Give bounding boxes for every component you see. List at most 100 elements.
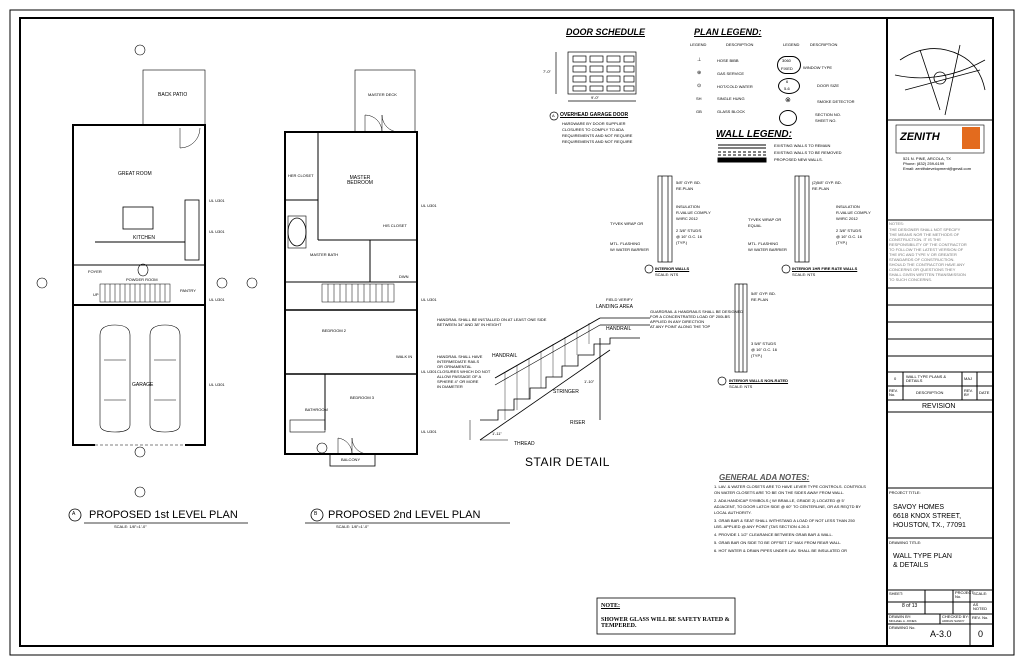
- legend-item: SECTION NO.: [815, 112, 842, 117]
- plan2-scale: SCALE: 1/8"=1'-0": [336, 524, 369, 529]
- detail-a-label: R-VALUE COMPLY: [676, 210, 711, 215]
- room-his-closet: HIS CLOSET: [383, 223, 407, 228]
- stair-note: HANDRAIL SHALL HAVE: [437, 354, 483, 359]
- detail-a-label: TYVEK WRAP OR: [610, 221, 644, 226]
- room-bathroom: BATHROOM: [305, 407, 328, 412]
- sheet-label: SHEET:: [889, 591, 904, 596]
- stair-label: STRINGER: [553, 389, 579, 395]
- detail-b-label: (2)5/8" GYP. BD.: [812, 180, 842, 185]
- detail-c-label: (TYP.): [751, 353, 763, 358]
- stair-note: HANDRAIL SHALL BE INSTALLED ON AT LEAST …: [437, 317, 547, 322]
- smoke-detector-icon: ⊗: [785, 97, 791, 104]
- legend-col-header: LEGEND: [690, 42, 707, 47]
- designer-note: STANDARDS OF CONSTRUCTION.: [889, 257, 955, 262]
- detail-b-label: R-VALUE COMPLY: [836, 210, 871, 215]
- rev-no-label: REV. No.: [972, 615, 989, 620]
- room-pantry: PANTRY: [180, 288, 196, 293]
- project-title-label: PROJECT TITLE:: [889, 490, 921, 495]
- room-master-bath: MASTER BATH: [310, 252, 339, 257]
- water-icon: ⊙: [697, 83, 702, 89]
- room-bedroom-3: BEDROOM 3: [350, 395, 375, 400]
- detail-b-label: INSULATION: [836, 204, 860, 209]
- stair-dim: 1'-10": [584, 379, 595, 384]
- designer-note: THE DESIGNER SHALL NOT SPECIFY: [889, 227, 961, 232]
- stair-section: [469, 317, 650, 441]
- room-great-room: GREAT ROOM: [118, 171, 152, 177]
- ada-note: 3. GRAB BAR & SEAT SHALL WITHSTAND A LOA…: [714, 518, 855, 523]
- ada-note: 6. HOT WATER & DRAIN PIPES UNDER LAV. SH…: [714, 548, 848, 553]
- door-note: CLOSURES TO COMPLY TO ADA: [562, 127, 624, 132]
- detail-a-label: W/ WATER BARRIER: [610, 247, 649, 252]
- stair-note: FOR A CONCENTRATED LOAD OF 200LBS: [650, 314, 730, 319]
- detail-scale: SCALE: NTS: [729, 384, 753, 389]
- door-size-symbol: [778, 78, 800, 94]
- detail-scale: SCALE: NTS: [655, 272, 679, 277]
- plan2-title: PROPOSED 2nd LEVEL PLAN: [328, 509, 481, 521]
- ada-note: LBS. APPLIED @ ANY POINT (TAS SECTION 4.…: [714, 524, 809, 529]
- plan1-scale: SCALE: 1/8"=1'-0": [114, 524, 147, 529]
- ada-note: 5. GRAB BAR ON SIDE TO BE OFFSET 12" MAX…: [714, 540, 842, 545]
- detail-b-label: TYVEK WRAP OR: [748, 217, 782, 222]
- door-note: HARDWARE BY DOOR SUPPLIER: [562, 121, 626, 126]
- door-name: OVERHEAD GARAGE DOOR: [560, 112, 629, 118]
- detail-b-label: MTL. FLASHING: [748, 241, 779, 246]
- revision-number-value: 0: [978, 629, 984, 639]
- stair-note: BETWEEN 34" AND 38" IN HEIGHT: [437, 322, 502, 327]
- designer-note: THE MEANS NOR THE METHODS OF: [889, 232, 960, 237]
- stair-note: APPLIED IN ANY DIRECTION: [650, 319, 705, 324]
- room-walk-in: WALK IN: [396, 354, 413, 359]
- detail-a-label: RE.PLAN: [676, 186, 694, 191]
- wall-tag: UL U301: [209, 382, 225, 387]
- detail-a-label: INSULATION: [676, 204, 700, 209]
- room-her-closet: HER CLOSET: [288, 173, 314, 178]
- door-width-dim: 9'-0": [591, 95, 599, 100]
- detail-c-title: INTERIOR WALLS NON-RATED: [729, 378, 789, 383]
- legend-col-header: LEGEND: [783, 42, 800, 47]
- drawing-title-line: WALL TYPE PLAN: [893, 553, 952, 560]
- description-col-header: DESCRIPTION: [810, 42, 838, 47]
- plan2-tag: B: [314, 511, 318, 517]
- col-rev-by: REV. BY: [964, 388, 973, 397]
- designer-note: CONCERNS OR QUESTIONS THEY: [889, 267, 956, 272]
- ada-notes-title: GENERAL ADA NOTES:: [719, 473, 810, 482]
- room-bedroom-2: BEDROOM 2: [322, 328, 347, 333]
- detail-a-label: 5/8" GYP. BD.: [676, 180, 701, 185]
- hose-bibb-icon: ⊥: [697, 57, 702, 63]
- door-schedule-title: DOOR SCHEDULE: [566, 27, 646, 37]
- stair-note: CLOSURES WHICH DO NOT: [437, 369, 491, 374]
- detail-b-label: EQUAL: [748, 223, 762, 228]
- project-no-label: PROJECT No.: [955, 590, 974, 599]
- door-code: 6: [786, 79, 789, 84]
- stair-note: AT ANY POINT ALONG THE TOP: [650, 324, 711, 329]
- scale-value: AS NOTED: [973, 602, 987, 611]
- wall-tag: UL U301: [421, 429, 437, 434]
- door-note: REQUIREMENTS AND NOT REQUIRE: [562, 139, 633, 144]
- company-address: 521 N. PINE, ARCOLA, TX: [903, 156, 951, 161]
- room-master-bedroom: MASTER BEDROOM: [347, 175, 373, 186]
- wall-legend-title: WALL LEGEND:: [716, 129, 792, 140]
- stair-label: THREAD: [514, 441, 535, 447]
- revision-number: 0: [894, 376, 897, 381]
- drawn-by-value: MICHAEL A. JONES: [889, 619, 917, 623]
- wall-tag: UL U301: [209, 229, 225, 234]
- designer-note: SHOULD THE CONTRACTOR HAVE ANY: [889, 262, 965, 267]
- door-code: 5-6: [784, 86, 790, 91]
- detail-b-label: 2 3/8" STUDS: [836, 228, 861, 233]
- detail-b-label: W/ WATER BARRIER: [748, 247, 787, 252]
- stair-label: RISER: [570, 420, 586, 426]
- company-phone: Phone: (832) 259-6199: [903, 161, 945, 166]
- ada-note: ON WATER CLOSETS ARE TO BE ON THE SIDES …: [714, 490, 845, 495]
- drawn-by-label: DRAWN BY:: [889, 614, 912, 619]
- detail-scale: SCALE: NTS: [792, 272, 816, 277]
- wall-legend-item: EXISTING WALLS TO BE REMOVED: [774, 150, 842, 155]
- company-logo: ZENITH: [900, 131, 940, 143]
- legend-code: GB: [696, 109, 702, 114]
- legend-item: SMOKE DETECTOR: [817, 99, 855, 104]
- drawing-no-label: DRAWING No.: [889, 625, 916, 630]
- checked-by-value: ADRIAN SANDY: [942, 619, 965, 623]
- shower-note-text: SHOWER GLASS WILL BE SAFETY RATED & TEMP…: [601, 617, 730, 629]
- wall-tag: UL U301: [421, 297, 437, 302]
- wall-legend-item: EXISTING WALLS TO REMAIN: [774, 143, 831, 148]
- section-symbol: [779, 110, 797, 126]
